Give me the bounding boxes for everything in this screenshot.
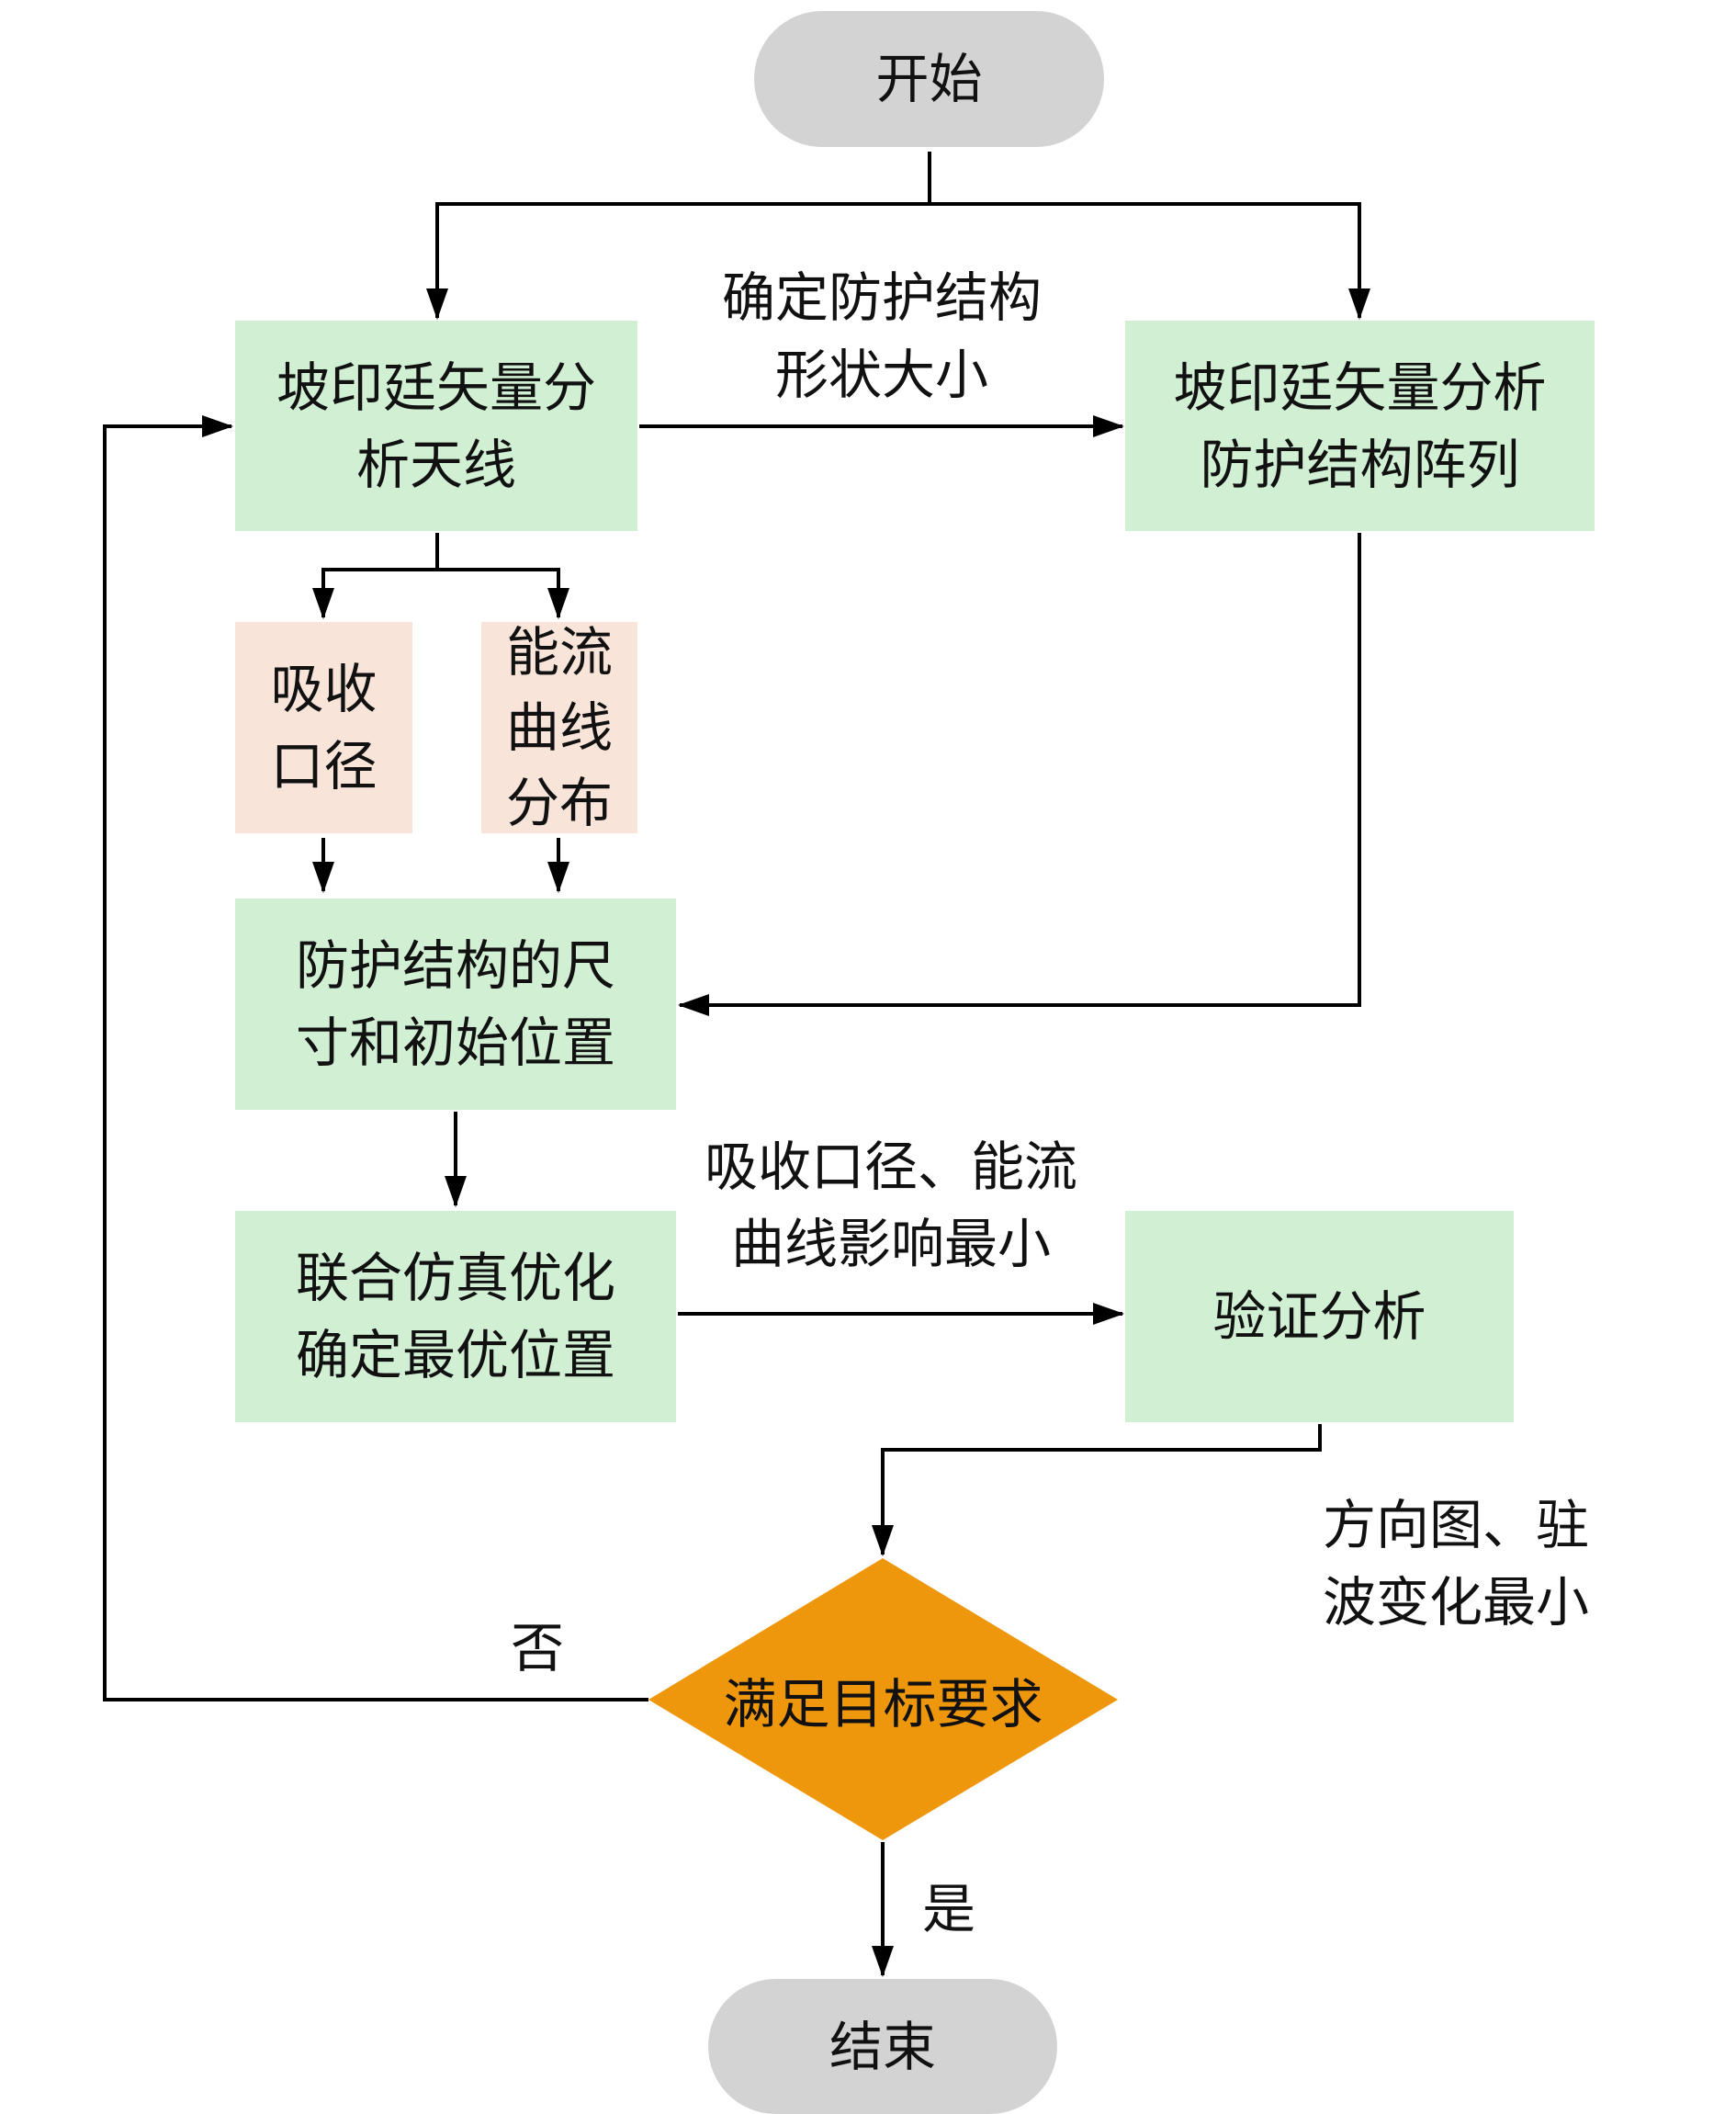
energy-flow-line2: 曲线 [505, 696, 613, 759]
determine-shape-line2: 形状大小 [774, 344, 988, 406]
analyze-antenna-line2: 析天线 [355, 433, 516, 496]
min-change-line1: 方向图、驻 [1323, 1494, 1590, 1556]
cosim-optimize-box: 联合仿真优化 确定最优位置 [235, 1211, 676, 1422]
analyze-antenna-line1: 坡印廷矢量分 [276, 356, 596, 419]
analyze-array-line2: 防护结构阵列 [1200, 433, 1520, 496]
start-terminal: 开始 [754, 11, 1104, 147]
min-impact-line2: 曲线影响最小 [730, 1213, 1051, 1275]
arrow-decision-no-loop [103, 415, 648, 1701]
analyze-array-line1: 坡印廷矢量分析 [1173, 356, 1547, 419]
analyze-array-box: 坡印廷矢量分析 防护结构阵列 [1125, 321, 1595, 531]
edge-label-min-impact: 吸收口径、能流 曲线影响最小 [661, 1128, 1121, 1283]
min-impact-line1: 吸收口径、能流 [704, 1136, 1077, 1198]
analyze-antenna-box: 坡印廷矢量分 析天线 [235, 321, 637, 531]
edge-label-min-change: 方向图、驻 波变化最小 [1323, 1487, 1589, 1641]
cosim-optimize-line1: 联合仿真优化 [295, 1247, 615, 1309]
arrow-verify-to-decision [872, 1424, 1322, 1556]
determine-shape-line1: 确定防护结构 [721, 266, 1042, 329]
absorb-aperture-line2: 口径 [270, 735, 378, 797]
edge-label-no: 否 [511, 1617, 565, 1679]
cosim-optimize-line2: 确定最优位置 [295, 1324, 615, 1386]
energy-flow-line1: 能流 [505, 621, 613, 684]
decision-label: 满足目标要求 [723, 1672, 1043, 1735]
verify-box: 验证分析 [1125, 1211, 1514, 1422]
arrow-array-to-size [678, 533, 1361, 1016]
absorb-aperture-box: 吸收 口径 [235, 622, 412, 833]
start-label: 开始 [875, 48, 983, 110]
energy-flow-line3: 分布 [505, 772, 613, 834]
size-position-box: 防护结构的尺 寸和初始位置 [235, 899, 676, 1110]
end-label: 结束 [829, 2015, 936, 2078]
min-change-line2: 波变化最小 [1323, 1571, 1590, 1634]
decision-diamond-shape [648, 1558, 1118, 1840]
energy-flow-box: 能流 曲线 分布 [481, 621, 637, 834]
verify-label: 验证分析 [1212, 1285, 1426, 1348]
edge-label-determine-shape: 确定防护结构 形状大小 [652, 259, 1111, 413]
decision-label-wrap: 满足目标要求 [648, 1558, 1118, 1840]
absorb-aperture-line1: 吸收 [270, 658, 378, 720]
edge-label-yes: 是 [922, 1878, 976, 1940]
size-position-line1: 防护结构的尺 [295, 934, 615, 997]
end-terminal: 结束 [708, 1979, 1057, 2114]
size-position-line2: 寸和初始位置 [295, 1012, 615, 1074]
